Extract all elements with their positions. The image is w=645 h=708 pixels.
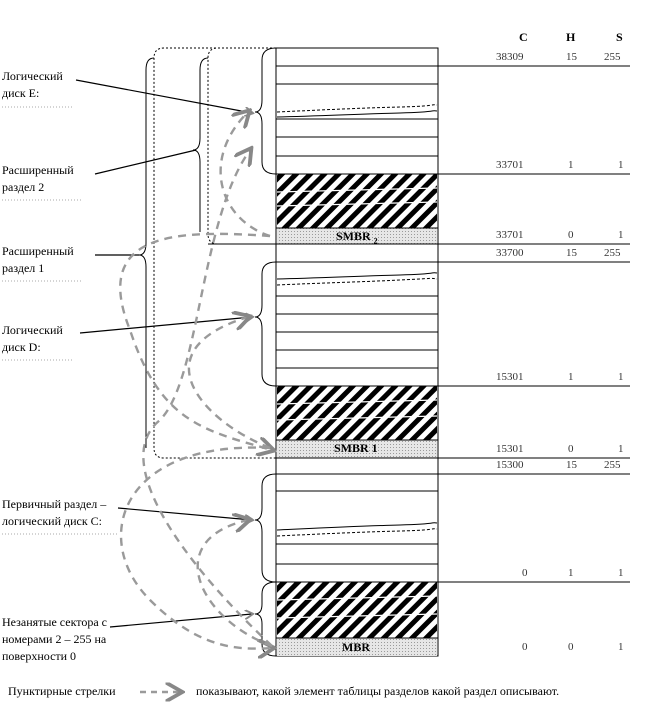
value-rows [438, 65, 630, 583]
mbr-cell [277, 638, 437, 656]
label-underlines [2, 106, 118, 535]
row-8-h: 0 [568, 641, 574, 653]
row-6-h: 15 [566, 459, 577, 471]
row-0-h: 15 [566, 51, 577, 63]
label-ext2: Расширенный раздел 2 [2, 163, 74, 194]
row-3-c: 33700 [496, 247, 524, 259]
row-5-h: 0 [568, 443, 574, 455]
row-2-s: 1 [618, 229, 624, 241]
smbr2-label-sub: 2 [373, 236, 378, 246]
row-7-c: 0 [522, 567, 528, 579]
row-6-c: 15300 [496, 459, 524, 471]
smbr2-label-main: SMBR [336, 229, 371, 243]
dashed-arrows [119, 112, 272, 649]
row-0-c: 38309 [496, 51, 524, 63]
legend-left: Пунктирные стрелки [8, 684, 116, 698]
row-3-s: 255 [604, 247, 621, 259]
wavy-lines [276, 104, 438, 537]
disk-column [275, 47, 439, 657]
row-4-c: 15301 [496, 371, 524, 383]
smbr2-cell [277, 228, 437, 244]
row-8-s: 1 [618, 641, 624, 653]
row-6-s: 255 [604, 459, 621, 471]
row-7-s: 1 [618, 567, 624, 579]
legend-right: показывают, какой элемент таблицы раздел… [196, 684, 560, 698]
smbr1-cell [277, 440, 437, 458]
reserved-area-0 [277, 582, 437, 638]
label-primary: Первичный раздел – логический диск C: [2, 497, 107, 528]
label-disk-d: Логический диск D: [2, 323, 63, 354]
reserved-area-2 [277, 174, 437, 228]
row-dividers [276, 65, 438, 639]
row-1-s: 1 [618, 159, 624, 171]
row-4-s: 1 [618, 371, 624, 383]
row-8-c: 0 [522, 641, 528, 653]
label-unused: Незанятые сектора с номерами 2 – 255 на … [2, 615, 107, 663]
col-header-s: S [616, 30, 623, 44]
col-header-h: H [566, 30, 576, 44]
label-disk-e: Логический диск E: [2, 69, 63, 100]
brackets [138, 47, 277, 657]
row-2-h: 0 [568, 229, 574, 241]
mbr-label: MBR [342, 640, 370, 654]
row-1-h: 1 [568, 159, 574, 171]
label-pointers [75, 79, 252, 628]
row-1-c: 33701 [496, 159, 524, 171]
reserved-area-1 [277, 386, 437, 440]
row-2-c: 33701 [496, 229, 524, 241]
smbr2-label: SMBR 2 [336, 229, 378, 245]
row-3-h: 15 [566, 247, 577, 259]
row-5-s: 1 [618, 443, 624, 455]
label-ext1: Расширенный раздел 1 [2, 244, 74, 275]
col-header-c: C [519, 30, 528, 44]
row-7-h: 1 [568, 567, 574, 579]
hatch-inner-lines [276, 187, 438, 619]
row-0-s: 255 [604, 51, 621, 63]
row-5-c: 15301 [496, 443, 524, 455]
smbr1-label: SMBR 1 [334, 441, 378, 455]
row-4-h: 1 [568, 371, 574, 383]
